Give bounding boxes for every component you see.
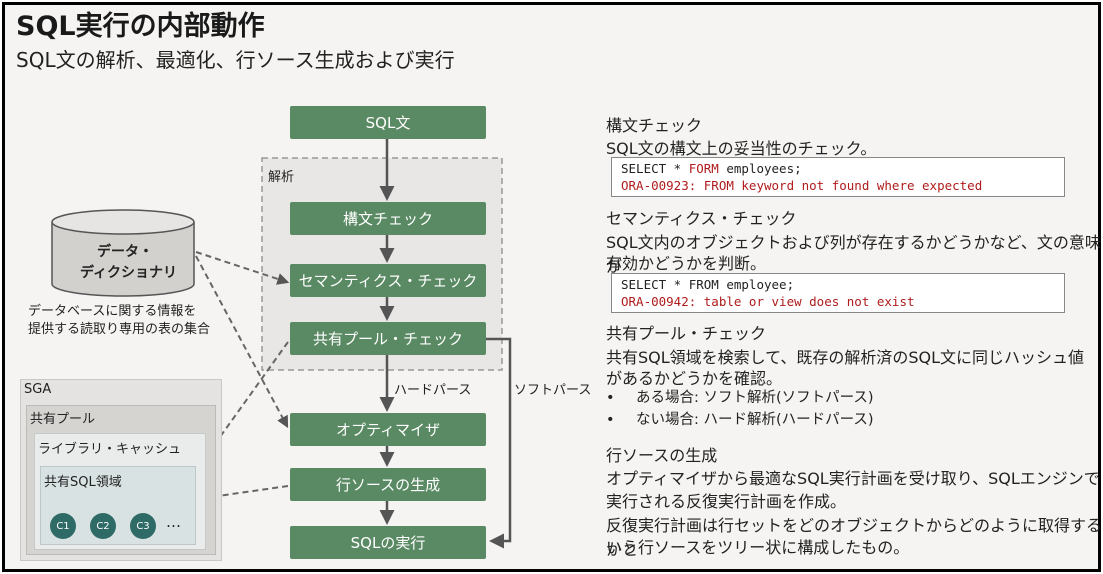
sga-label: SGA — [24, 382, 52, 397]
cursor-c2: C2 — [90, 513, 116, 539]
step-sql-execution: SQLの実行 — [290, 526, 486, 559]
syntax-code-line: SELECT * FORM employees; — [621, 161, 802, 176]
shared-pool-label: 共有プール — [30, 412, 96, 427]
dictionary-label-line1: データ・ — [97, 244, 153, 260]
parse-label: 解析 — [268, 170, 295, 185]
pool-text-line1: 共有SQL領域を検索して、既存の解析済のSQL文に同じハッシュ値 — [606, 348, 1085, 367]
dictionary-label-line2: ディクショナリ — [80, 265, 178, 281]
semantic-code-line: SELECT * FROM employee; — [621, 277, 795, 292]
semantic-code-block: SELECT * FROM employee; ORA-00942: table… — [611, 273, 1065, 313]
semantic-heading: セマンティクス・チェック — [606, 209, 797, 228]
semantic-error-message: ORA-00942: table or view does not exist — [621, 294, 915, 309]
soft-parse-path — [486, 337, 512, 549]
pool-bullet-hard: •ない場合: ハード解析(ハードパース) — [606, 412, 874, 428]
more-ellipsis: … — [166, 513, 181, 531]
syntax-error-message: ORA-00923: FROM keyword not found where … — [621, 178, 983, 193]
dict-to-optimizer — [195, 255, 289, 429]
step-shared-pool-check: 共有プール・チェック — [290, 322, 486, 355]
dictionary-desc-line2: 提供する読取り専用の表の集合 — [28, 322, 211, 337]
soft-parse-label: ソフトパース — [514, 383, 592, 398]
semantic-text-line1: SQL文内のオブジェクトおよび列が存在するかどうかなど、文の意味が — [606, 233, 1101, 276]
cursor-c1: C1 — [50, 513, 76, 539]
syntax-error-token: FORM — [688, 161, 719, 176]
pool-heading: 共有プール・チェック — [606, 324, 767, 343]
step-semantic-check: セマンティクス・チェック — [290, 264, 486, 297]
syntax-text: SQL文の構文上の妥当性のチェック。 — [606, 139, 877, 158]
rowsource-text-line2: 実行される反復実行計画を作成。 — [606, 492, 847, 511]
page-title: SQL実行の内部動作 — [16, 11, 265, 42]
syntax-heading: 構文チェック — [606, 116, 703, 135]
step-optimizer: オプティマイザ — [290, 413, 486, 446]
semantic-text-line2: 有効かどうかを判断。 — [606, 254, 767, 273]
hard-parse-label: ハードパース — [394, 383, 472, 398]
rowsource-text-line4: いう行ソースをツリー状に構成したもの。 — [606, 538, 910, 557]
page-subtitle: SQL文の解析、最適化、行ソース生成および実行 — [16, 48, 455, 72]
dictionary-desc-line1: データベースに関する情報を — [28, 304, 197, 319]
pool-bullet-soft: •ある場合: ソフト解析(ソフトパース) — [606, 390, 874, 406]
step-syntax-check: 構文チェック — [290, 202, 486, 235]
rowsource-heading: 行ソースの生成 — [606, 446, 718, 465]
cursor-c3: C3 — [130, 513, 156, 539]
step-row-source-generation: 行ソースの生成 — [290, 468, 486, 501]
rowsource-text-line3: 反復実行計画は行セットをどのオブジェクトからどのように取得するかと — [606, 516, 1103, 559]
step-sql-statement: SQL文 — [290, 106, 486, 139]
pool-text-line2: があるかどうかを確認。 — [606, 369, 783, 388]
rowsource-text-line1: オプティマイザから最適なSQL実行計画を受け取り、SQLエンジンで — [606, 469, 1100, 488]
library-cache-label: ライブラリ・キャッシュ — [38, 442, 182, 457]
syntax-code-block: SELECT * FORM employees; ORA-00923: FROM… — [611, 157, 1065, 197]
dict-to-semantic — [195, 251, 290, 285]
data-dictionary-cylinder — [51, 209, 195, 297]
shared-sql-area-label: 共有SQL領域 — [44, 475, 122, 490]
